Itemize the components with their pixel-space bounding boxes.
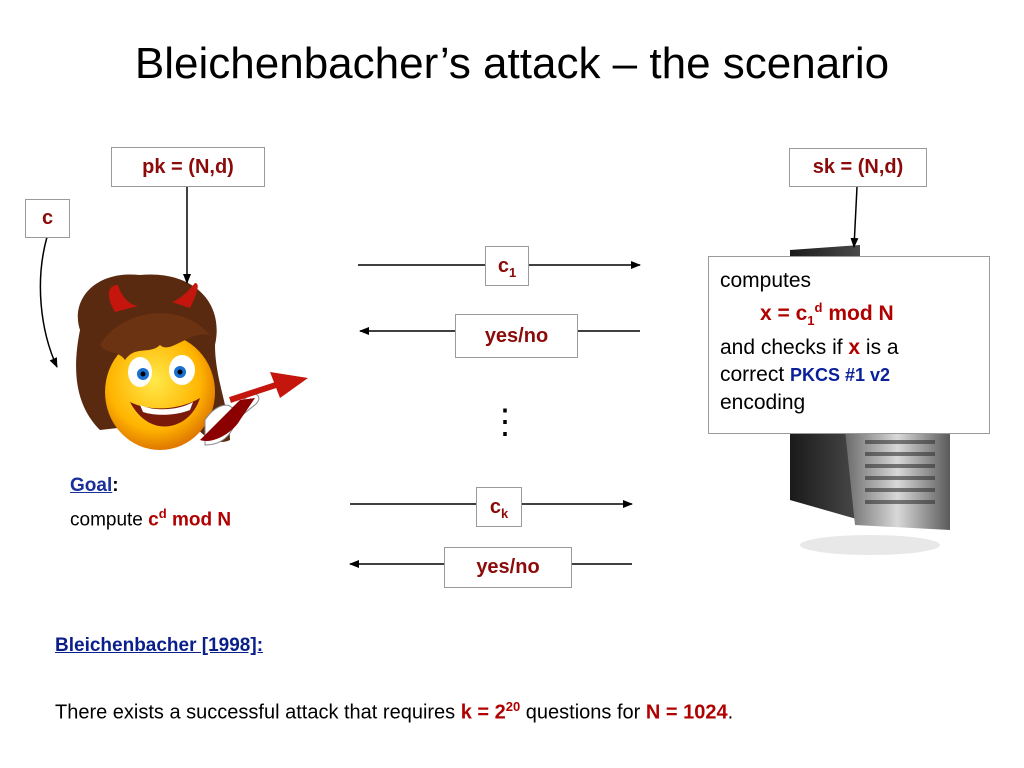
ref-period: .	[727, 701, 734, 724]
reply2-box: yes/no	[444, 547, 572, 588]
goal-text-line: compute cd mod N	[70, 500, 231, 534]
server-computation-box: computes x = c1d mod N and checks if x i…	[708, 256, 990, 434]
reply1-label: yes/no	[484, 325, 549, 347]
goal-expr-base: c	[148, 509, 159, 531]
c-arrow	[39, 236, 58, 368]
goal-expr-suffix: mod N	[166, 509, 232, 531]
comp-line1: computes	[720, 269, 812, 292]
comp-line2: x = c1d mod N	[720, 294, 989, 334]
ck-box: ck	[476, 487, 522, 527]
comp-line4-b: PKCS #1 v2	[790, 365, 891, 386]
ref-k-sup: 20	[505, 699, 521, 714]
c1-base: c	[497, 255, 509, 277]
goal-colon: :	[112, 475, 119, 496]
goal-label: Goal	[70, 475, 113, 496]
comp-line5: encoding	[720, 391, 806, 415]
ck-base: c	[489, 496, 501, 518]
pk-box: pk = (N,d)	[111, 147, 265, 187]
c-label: c	[41, 207, 54, 229]
comp-line3-b: is a	[860, 336, 899, 360]
comp-line2-suffix: mod N	[822, 302, 894, 325]
c-box: c	[25, 199, 70, 238]
slide-title: Bleichenbacher’s attack – the scenario	[134, 39, 890, 88]
comp-line3-a: and checks if	[720, 336, 849, 360]
ref-k-base: k = 2	[460, 701, 506, 724]
pk-label: pk = (N,d)	[142, 156, 234, 178]
comp-line2-sup: d	[814, 300, 823, 315]
goal-heading: Goal:	[70, 472, 231, 500]
citation: Bleichenbacher [1998]:	[55, 635, 264, 656]
goal-text: compute	[70, 509, 149, 531]
reply2-label: yes/no	[476, 556, 540, 578]
comp-line4: correct PKCS #1 v2	[720, 361, 989, 389]
comp-line3: and checks if x is a	[720, 334, 989, 361]
sk-arrow	[850, 186, 859, 248]
comp-line4-a: correct	[720, 363, 791, 387]
goal-expr-sup: d	[158, 506, 167, 521]
ref-n-value: N = 1024	[645, 701, 728, 724]
ref-sentence-a: There exists a successful attack that re…	[55, 701, 461, 724]
c1-sub: 1	[508, 265, 517, 280]
ck-sub: k	[500, 506, 509, 521]
comp-line2-sub: 1	[807, 313, 815, 329]
ellipsis: ⋮	[488, 403, 522, 441]
c1-box: c1	[485, 246, 529, 286]
reply1-box: yes/no	[455, 314, 578, 358]
sk-label: sk = (N,d)	[812, 156, 904, 178]
sk-box: sk = (N,d)	[789, 148, 927, 187]
ref-sentence-b: questions for	[520, 701, 646, 724]
reference-sentence: There exists a successful attack that re…	[55, 693, 733, 727]
comp-line3-x: x	[848, 336, 861, 360]
goal-block: Goal: compute cd mod N	[70, 472, 231, 534]
comp-line2-prefix: x = c	[760, 302, 808, 325]
